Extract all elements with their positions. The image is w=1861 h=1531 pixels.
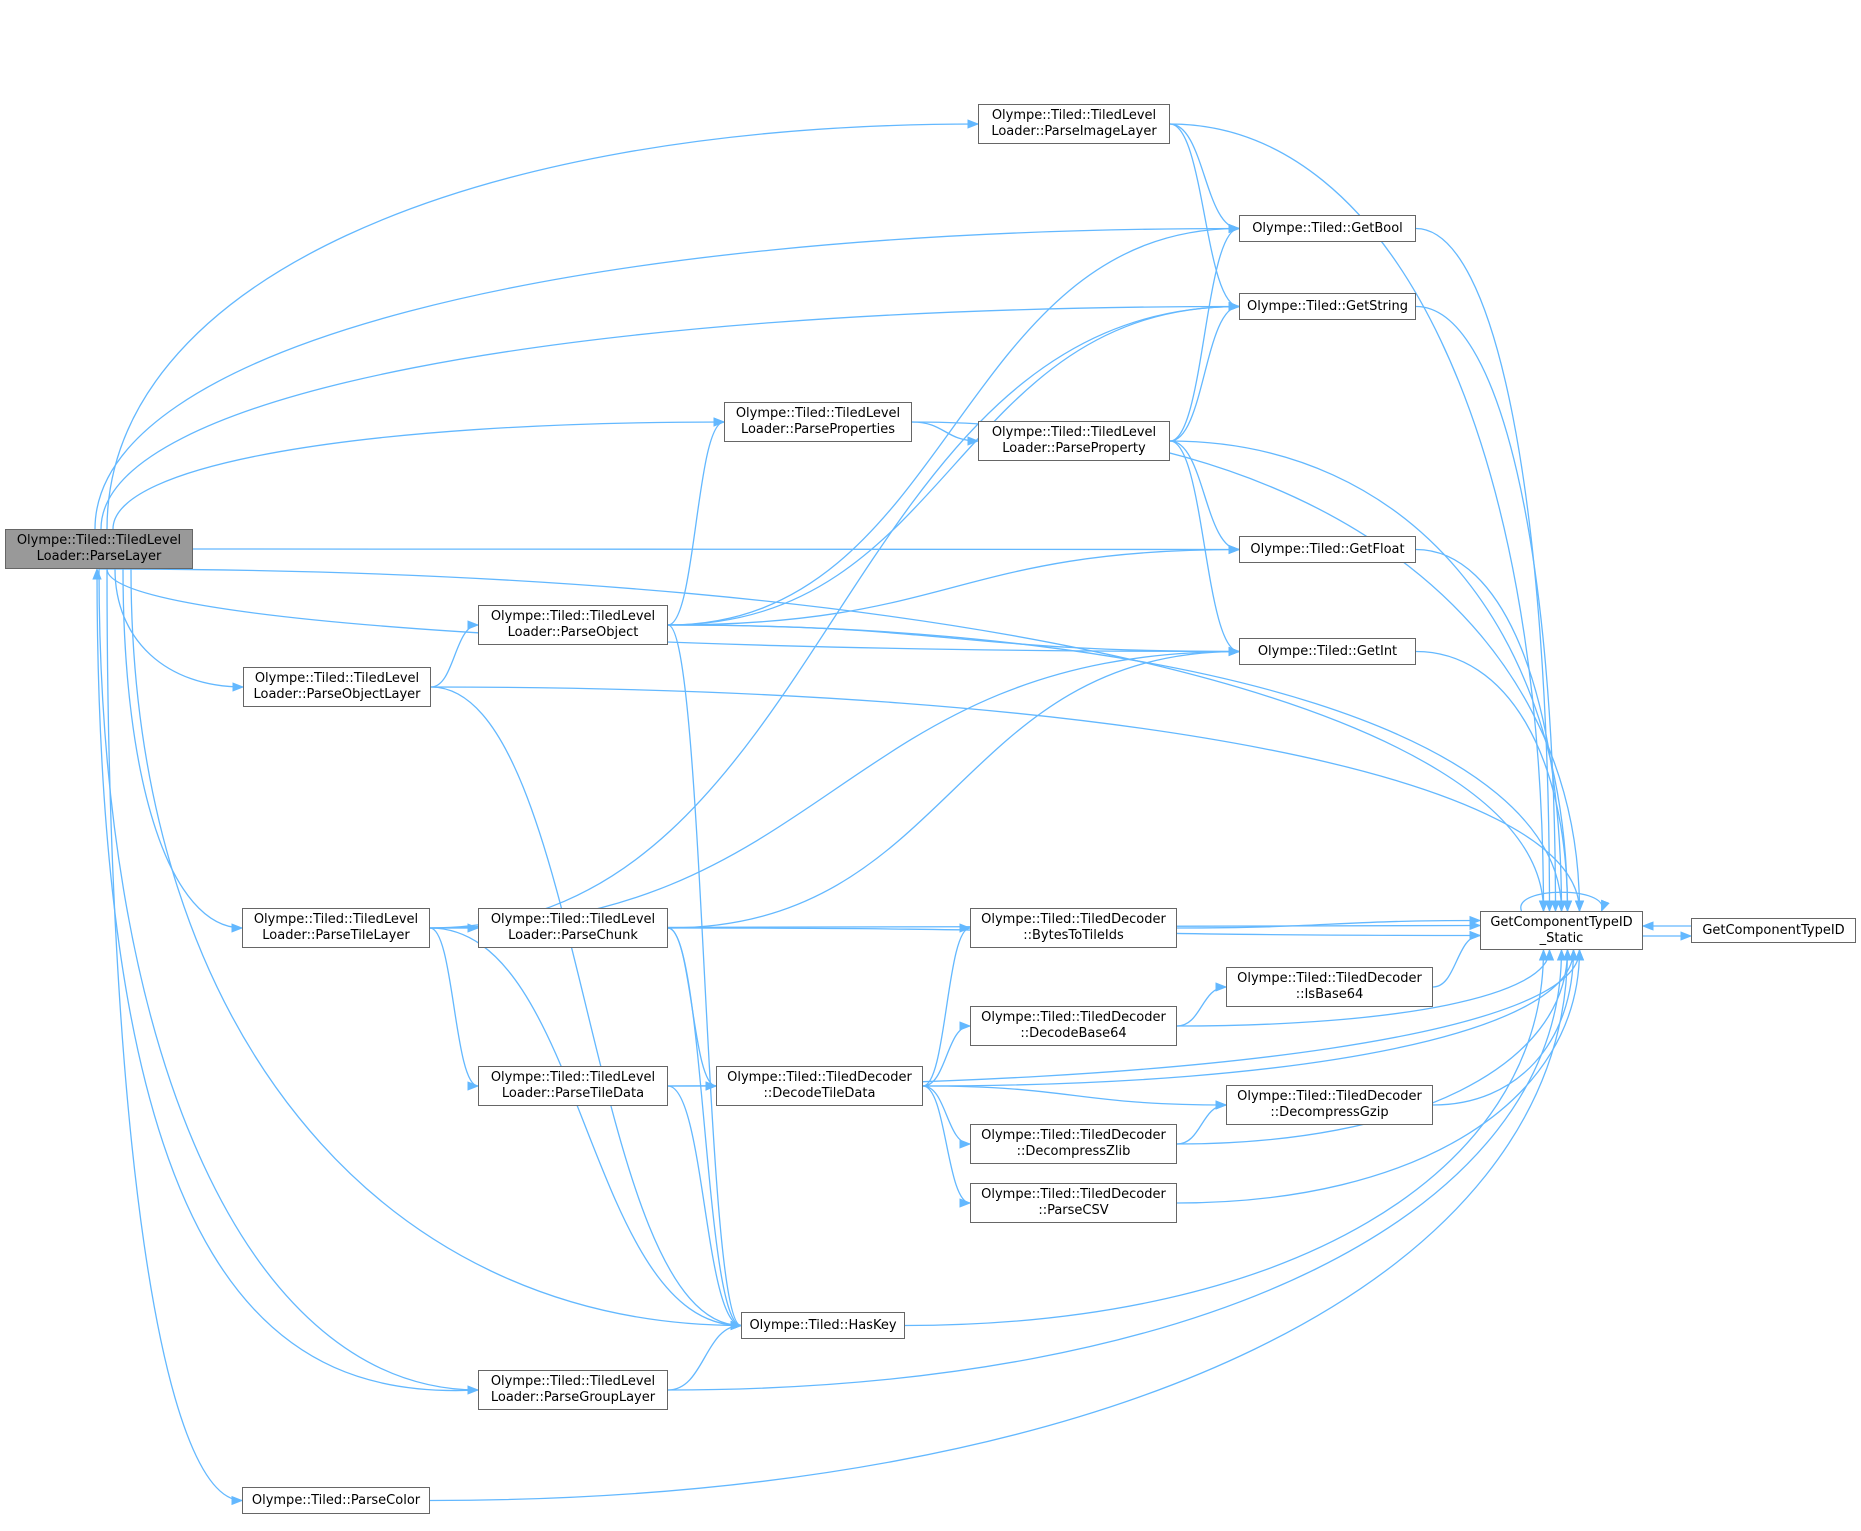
- edge-ParseLayer-to-GetBool: [94, 223, 1241, 530]
- edge-DecodeTileData-to-ParseCSV: [922, 1085, 972, 1208]
- node-static[interactable]: GetComponentTypeID _Static: [1480, 911, 1643, 950]
- edge-ParseLayer-to-HasKey: [130, 568, 743, 1331]
- node-bytes-to-tile-ids[interactable]: Olympe::Tiled::TiledDecoder ::BytesToTil…: [970, 908, 1177, 948]
- edge-ParseLayer-to-GetInt: [106, 568, 1241, 657]
- edge-DecodeTileData-to-DecodeBase64: [922, 1021, 972, 1087]
- edge-ParseTileLayer-to-ParseTileData: [429, 927, 480, 1091]
- edge-IsBase64-to-Static: [1432, 930, 1482, 988]
- edge-GetFloat-to-Static: [1415, 548, 1567, 913]
- edge-ParseObject-to-GetBool: [667, 223, 1241, 626]
- node-parse-property[interactable]: Olympe::Tiled::TiledLevel Loader::ParseP…: [978, 421, 1170, 461]
- node-decompress-zlib[interactable]: Olympe::Tiled::TiledDecoder ::Decompress…: [970, 1124, 1177, 1164]
- edge-ParseObjectLayer-to-HasKey: [430, 686, 743, 1331]
- edge-HasKey-to-Static: [904, 948, 1549, 1327]
- node-get-bool[interactable]: Olympe::Tiled::GetBool: [1239, 215, 1416, 242]
- edge-DecompressZlib-to-DecompressGzip: [1176, 1100, 1228, 1145]
- edge-ParseChunk-to-HasKey: [667, 927, 743, 1331]
- edge-GetInt-to-Static: [1415, 650, 1573, 913]
- edge-ParseGroupLayer-to-Static: [667, 948, 1567, 1391]
- edge-ParseLayer-to-ParseImageLayer: [106, 119, 980, 530]
- edge-ParseProperty-to-GetBool: [1169, 223, 1241, 442]
- edge-ParseColor-to-Static: [429, 948, 1573, 1502]
- node-has-key[interactable]: Olympe::Tiled::HasKey: [741, 1312, 905, 1339]
- edge-ParseObject-to-GetFloat: [667, 544, 1241, 626]
- edge-ParseGroupLayer-to-HasKey: [667, 1320, 743, 1391]
- edge-BytesToTileIds-to-Static: [1176, 915, 1482, 929]
- edge-DecompressZlib-to-Static: [1176, 948, 1573, 1145]
- node-decode-base64[interactable]: Olympe::Tiled::TiledDecoder ::DecodeBase…: [970, 1006, 1177, 1046]
- node-parse-object[interactable]: Olympe::Tiled::TiledLevel Loader::ParseO…: [478, 605, 668, 645]
- edge-ParseGroupLayer-to-ParseLayer: [92, 567, 479, 1392]
- node-parse-tile-layer[interactable]: Olympe::Tiled::TiledLevel Loader::ParseT…: [242, 908, 430, 948]
- node-parse-layer[interactable]: Olympe::Tiled::TiledLevel Loader::ParseL…: [5, 529, 193, 569]
- edge-ParseLayer-to-ParseColor: [106, 568, 244, 1506]
- edge-DecodeTileData-to-DecompressZlib: [922, 1085, 972, 1149]
- node-parse-color[interactable]: Olympe::Tiled::ParseColor: [242, 1487, 430, 1514]
- edge-GetString-to-Static: [1415, 305, 1561, 913]
- edge-ParseTileLayer-to-HasKey: [429, 927, 743, 1331]
- node-parse-group-layer[interactable]: Olympe::Tiled::TiledLevel Loader::ParseG…: [478, 1370, 668, 1410]
- edge-ParseImageLayer-to-GetBool: [1169, 123, 1241, 234]
- node-parse-tile-data[interactable]: Olympe::Tiled::TiledLevel Loader::ParseT…: [478, 1066, 668, 1106]
- node-parse-chunk[interactable]: Olympe::Tiled::TiledLevel Loader::ParseC…: [478, 908, 668, 948]
- node-parse-properties[interactable]: Olympe::Tiled::TiledLevel Loader::ParseP…: [724, 402, 912, 442]
- node-parse-image-layer[interactable]: Olympe::Tiled::TiledLevel Loader::ParseI…: [978, 104, 1170, 144]
- edge-Static-to-Static: [1520, 891, 1610, 913]
- edge-DecodeBase64-to-IsBase64: [1176, 982, 1228, 1027]
- edge-ParseLayer-to-GetString: [100, 301, 1241, 530]
- edge-ParseTileLayer-to-GetString: [429, 301, 1241, 929]
- edge-ParseImageLayer-to-GetString: [1169, 123, 1241, 312]
- edge-ParseObject-to-GetString: [667, 301, 1241, 626]
- edge-ParseProperties-to-Static: [911, 421, 1585, 913]
- edge-ParseChunk-to-GetInt: [667, 646, 1241, 929]
- edge-ParseCSV-to-Static: [1176, 948, 1585, 1204]
- edge-ParseProperty-to-GetInt: [1169, 440, 1241, 657]
- edge-ParseObject-to-ParseProperties: [667, 417, 726, 626]
- edge-ParseObjectLayer-to-Static: [430, 686, 1585, 913]
- edge-ParseProperty-to-GetString: [1169, 301, 1241, 442]
- edge-ParseLayer-to-ParseProperties: [112, 417, 726, 530]
- edge-ParseObjectLayer-to-ParseObject: [430, 620, 480, 688]
- node-parse-csv[interactable]: Olympe::Tiled::TiledDecoder ::ParseCSV: [970, 1183, 1177, 1223]
- node-decode-tile-data[interactable]: Olympe::Tiled::TiledDecoder ::DecodeTile…: [716, 1066, 923, 1106]
- edge-ParseObject-to-GetInt: [667, 624, 1241, 657]
- edge-ParseLayer-to-ParseObjectLayer: [114, 568, 245, 692]
- edge-ParseObject-to-Static: [667, 624, 1567, 913]
- edge-DecodeTileData-to-Static: [922, 948, 1579, 1087]
- node-get-int[interactable]: Olympe::Tiled::GetInt: [1239, 638, 1416, 665]
- edge-ParseProperty-to-Static: [1169, 440, 1573, 913]
- edge-ParseLayer-to-ParseGroupLayer: [98, 568, 480, 1395]
- node-get-string[interactable]: Olympe::Tiled::GetString: [1239, 293, 1416, 320]
- edge-ParseTileData-to-HasKey: [667, 1085, 743, 1331]
- edge-ParseObject-to-HasKey: [667, 624, 743, 1330]
- node-get-float[interactable]: Olympe::Tiled::GetFloat: [1239, 536, 1416, 563]
- node-parse-object-layer[interactable]: Olympe::Tiled::TiledLevel Loader::ParseO…: [243, 667, 431, 707]
- edge-DecodeTileData-to-BytesToTileIds: [922, 923, 972, 1087]
- node-is-base64[interactable]: Olympe::Tiled::TiledDecoder ::IsBase64: [1226, 967, 1433, 1007]
- edge-ParseProperty-to-GetFloat: [1169, 440, 1241, 555]
- edge-ParseImageLayer-to-Static: [1169, 123, 1549, 913]
- edge-DecodeTileData-to-DecompressGzip: [922, 1085, 1228, 1110]
- node-decompress-gzip[interactable]: Olympe::Tiled::TiledDecoder ::Decompress…: [1226, 1085, 1433, 1125]
- edge-DecompressGzip-to-Static: [1432, 948, 1579, 1106]
- edge-ParseLayer-to-ParseTileLayer: [122, 568, 244, 933]
- edge-ParseLayer-to-GetFloat: [192, 544, 1241, 555]
- edge-DecodeBase64-to-Static: [1176, 948, 1555, 1027]
- node-get-component-type-id[interactable]: GetComponentTypeID: [1691, 918, 1856, 943]
